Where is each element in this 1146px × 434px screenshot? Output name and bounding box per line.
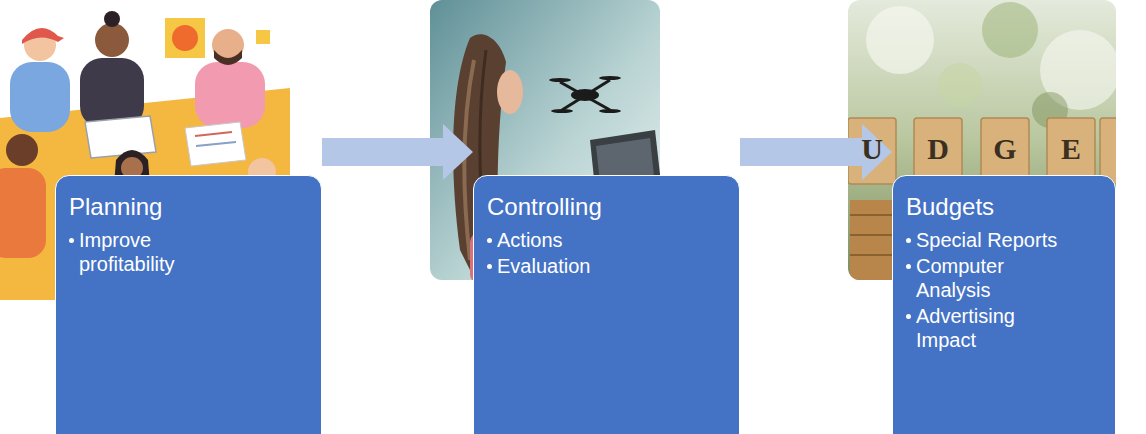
- budget-picture-part: [982, 2, 1038, 58]
- block-letter: G: [985, 132, 1025, 166]
- team-meeting-picture-part: [6, 134, 38, 166]
- budget-picture-part: [850, 254, 892, 256]
- team-meeting-picture-part: [185, 122, 246, 166]
- bullet-text: Computer Analysis: [916, 255, 1004, 301]
- bullet-dot: [906, 314, 911, 319]
- bullet-dot: [487, 264, 492, 269]
- bullet-item: Special Reports: [906, 228, 1071, 252]
- box-heading: Budgets: [906, 192, 1102, 222]
- team-meeting-picture-part: [195, 62, 265, 128]
- bullet-item: Evaluation: [487, 254, 652, 278]
- team-meeting-picture-part: [95, 23, 129, 57]
- budget-picture-part: [866, 6, 934, 74]
- bullet-item: Computer Analysis: [906, 254, 1071, 302]
- drone-picture-part: [551, 109, 573, 113]
- bullet-text: Improve profitability: [79, 229, 175, 275]
- team-meeting-picture-part: [172, 25, 198, 51]
- bullet-dot: [906, 264, 911, 269]
- team-meeting-picture-part: [196, 142, 236, 146]
- bullet-item: Actions: [487, 228, 652, 252]
- drone-picture-part: [599, 109, 621, 113]
- team-meeting-picture-part: [10, 62, 70, 132]
- team-meeting-picture-part: [104, 11, 120, 27]
- budget-picture-part: [850, 234, 892, 236]
- bullet-list: ActionsEvaluation: [487, 228, 652, 278]
- bullet-item: Improve profitability: [69, 228, 234, 276]
- budget-picture-part: [938, 63, 982, 107]
- bullet-dot: [487, 238, 492, 243]
- team-meeting-picture-part: [256, 30, 270, 44]
- bullet-text: Evaluation: [497, 255, 590, 277]
- drone-picture-part: [599, 76, 621, 80]
- bullet-dot: [69, 238, 74, 243]
- team-meeting-picture-part: [214, 50, 242, 65]
- bullet-text: Actions: [497, 229, 563, 251]
- team-meeting-picture-part: [0, 168, 46, 258]
- block-letter: E: [1051, 132, 1091, 166]
- block-letter: D: [918, 132, 958, 166]
- block-letter: U: [852, 132, 892, 166]
- team-meeting-picture-part: [195, 132, 232, 136]
- flow-arrow: [740, 124, 892, 180]
- drone-picture-part: [562, 80, 610, 110]
- process-box: PlanningImprove profitability: [55, 175, 322, 434]
- team-meeting-picture-part: [85, 116, 156, 158]
- bullet-list: Special ReportsComputer AnalysisAdvertis…: [906, 228, 1071, 352]
- bullet-text: Special Reports: [916, 229, 1057, 251]
- drone-picture-part: [497, 70, 523, 114]
- budget-picture-part: [850, 214, 892, 216]
- flow-arrow: [322, 124, 473, 180]
- budget-picture-part: [850, 200, 892, 280]
- bullet-list: Improve profitability: [69, 228, 234, 276]
- process-box: BudgetsSpecial ReportsComputer AnalysisA…: [892, 175, 1116, 434]
- team-meeting-picture-part: [165, 18, 205, 58]
- box-heading: Planning: [69, 192, 308, 222]
- bullet-item: Advertising Impact: [906, 304, 1071, 352]
- process-box: ControllingActionsEvaluation: [473, 175, 740, 434]
- bullet-dot: [906, 238, 911, 243]
- team-meeting-picture-part: [22, 28, 64, 44]
- drone-picture-part: [549, 78, 571, 82]
- box-heading: Controlling: [487, 192, 726, 222]
- bullet-text: Advertising Impact: [916, 305, 1015, 351]
- drone-picture-part: [571, 89, 599, 101]
